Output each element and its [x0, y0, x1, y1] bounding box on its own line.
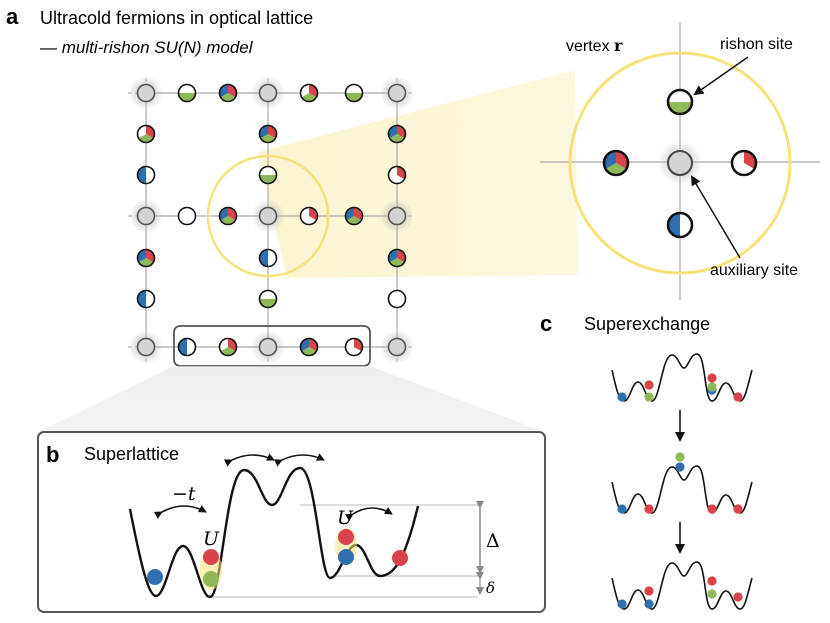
superexchange-atom [707, 576, 717, 586]
zoom-rishon-bottom [666, 211, 694, 239]
rishon-site [258, 165, 278, 185]
auxiliary-site [258, 337, 278, 357]
superexchange-atom [733, 392, 743, 402]
auxiliary-pointer-arrow [690, 175, 741, 259]
vertex-zoom-circle [568, 51, 792, 275]
atom-red [392, 550, 408, 566]
rishon-site-label: rishon site [720, 36, 793, 53]
atom-red [203, 549, 219, 565]
rishon-site [387, 248, 407, 268]
panel-a-title: Ultracold fermions in optical lattice [40, 8, 313, 28]
auxiliary-site [387, 337, 407, 357]
vertex-highlight-circle [206, 154, 330, 278]
superexchange-atom [617, 599, 627, 609]
superexchange-potential [611, 561, 753, 610]
zoom-rishon-top [666, 88, 694, 116]
interaction-label-right: U [337, 507, 354, 529]
superexchange-atom [644, 504, 654, 514]
superexchange-atom [617, 504, 627, 514]
interaction-label-left: U [203, 528, 220, 550]
rishon-site [218, 337, 238, 357]
rishon-site [387, 124, 407, 144]
superexchange-atom [733, 592, 743, 602]
panel-b-projection [38, 366, 545, 432]
delta-large-label: Δ [486, 530, 500, 552]
rishon-site [344, 83, 364, 103]
auxiliary-site [387, 206, 407, 226]
panel-b-frame [37, 431, 546, 613]
auxiliary-site [136, 337, 156, 357]
rishon-site [136, 248, 156, 268]
lattice-sites [129, 76, 414, 364]
zoom-auxiliary-site [667, 150, 693, 176]
superexchange-atom [644, 380, 654, 390]
rishon-site [299, 206, 319, 226]
atom-blue [147, 569, 163, 585]
tunneling-label: −t [172, 483, 196, 505]
superlattice-potential [128, 466, 420, 599]
rishon-site [344, 337, 364, 357]
rishon-site [387, 165, 407, 185]
panel-a-subtitle: — multi-rishon SU(N) model [39, 38, 254, 57]
zoom-rishon-right [730, 149, 758, 177]
superexchange-atom [644, 586, 654, 596]
rishon-site [177, 83, 197, 103]
rishon-pointer-arrow [693, 56, 749, 96]
rishon-site [218, 206, 238, 226]
rishon-site [387, 289, 407, 309]
zoom-sites [602, 88, 758, 239]
superexchange-potential [611, 353, 753, 402]
auxiliary-site [136, 83, 156, 103]
superexchange-atom [707, 382, 717, 392]
superexchange-atom [707, 589, 717, 599]
rishon-site [258, 248, 278, 268]
rishon-site [136, 165, 156, 185]
superexchange-atom [675, 452, 685, 462]
auxiliary-site [258, 83, 278, 103]
rishon-site [344, 206, 364, 226]
superexchange-sequence [611, 353, 753, 610]
rishon-site [258, 289, 278, 309]
panel-b-title: Superlattice [84, 444, 179, 464]
superexchange-atom [675, 462, 685, 472]
panel-a-letter: a [6, 4, 19, 29]
rishon-site [136, 289, 156, 309]
zoom-projection [258, 70, 578, 278]
panel-c-letter: c [540, 311, 552, 336]
rishon-site [299, 337, 319, 357]
rishon-site [218, 83, 238, 103]
auxiliary-site [136, 206, 156, 226]
auxiliary-site-label: auxiliary site [710, 262, 798, 279]
superexchange-atom [733, 504, 743, 514]
tunneling-arrows [153, 453, 393, 522]
rishon-site [258, 124, 278, 144]
superexchange-atom [644, 392, 654, 402]
rishon-site [177, 206, 197, 226]
atom-green [203, 571, 219, 587]
delta-small-label: δ [486, 579, 495, 597]
vertex-label: vertex r [566, 36, 623, 55]
energy-reference-lines [205, 504, 478, 598]
superexchange-atom [707, 373, 717, 383]
superexchange-potential [611, 465, 753, 514]
zoom-rishon-left [602, 149, 630, 177]
superexchange-atom [617, 392, 627, 402]
panel-b-letter: b [46, 442, 59, 467]
superexchange-atom [644, 599, 654, 609]
atom-red [338, 529, 354, 545]
atom-blue [338, 549, 354, 565]
panel-c-title: Superexchange [584, 314, 710, 334]
rishon-site [299, 83, 319, 103]
superexchange-atom [707, 504, 717, 514]
rishon-site [136, 124, 156, 144]
rishon-site [177, 337, 197, 357]
auxiliary-site [387, 83, 407, 103]
auxiliary-site [258, 206, 278, 226]
